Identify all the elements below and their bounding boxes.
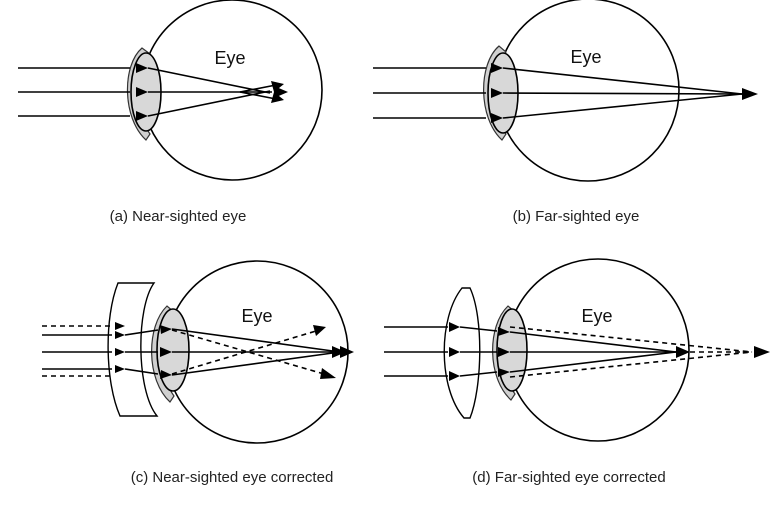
panel-caption: (d) Far-sighted eye corrected: [472, 469, 665, 486]
arrow-head: [136, 63, 148, 73]
arrow-head: [313, 325, 326, 336]
panel-caption: (b) Far-sighted eye: [513, 208, 640, 225]
arrow-head: [160, 347, 172, 357]
arrow-head: [320, 368, 336, 379]
arrow-head: [449, 322, 460, 332]
arrow-head: [491, 63, 503, 73]
panel-near-sighted-corrected: Eye (c) Near-sighted eye corrected: [42, 260, 354, 486]
arrow-head: [115, 348, 125, 356]
arrow-head: [498, 368, 510, 377]
arrow-head: [754, 346, 770, 358]
arrow-head: [115, 322, 125, 330]
panel-far-sighted-corrected: Eye (d) Far-sighted eye corrected: [384, 258, 770, 486]
arrow-head: [115, 365, 125, 373]
arrow-head: [340, 346, 354, 358]
eye-label: Eye: [581, 306, 612, 326]
arrow-head: [160, 370, 172, 379]
arrow-head: [115, 331, 125, 339]
arrow-head: [491, 113, 503, 123]
panel-caption: (c) Near-sighted eye corrected: [131, 469, 334, 486]
arrow-head: [160, 325, 172, 334]
arrow-head: [332, 346, 346, 358]
arrow-head: [136, 87, 148, 97]
panel-far-sighted: Eye (b) Far-sighted eye: [373, 0, 758, 225]
arrow-head: [498, 327, 510, 336]
panel-caption: (a) Near-sighted eye: [110, 208, 247, 225]
eye-label: Eye: [241, 306, 272, 326]
arrow-head: [449, 347, 460, 357]
eyeball: [141, 0, 323, 181]
arrow-head: [271, 81, 284, 92]
arrow-head: [271, 92, 284, 103]
arrow-head: [676, 346, 690, 358]
concave-corrective-lens: [107, 282, 159, 417]
eyeball: [496, 0, 680, 182]
eye-label: Eye: [570, 47, 601, 67]
arrow-head: [449, 371, 460, 381]
panel-near-sighted: Eye (a) Near-sighted eye: [18, 0, 323, 225]
arrow-head: [742, 88, 758, 100]
eye-label: Eye: [214, 48, 245, 68]
arrow-head: [491, 88, 503, 98]
arrow-head: [136, 111, 148, 121]
arrow-head: [498, 347, 510, 357]
